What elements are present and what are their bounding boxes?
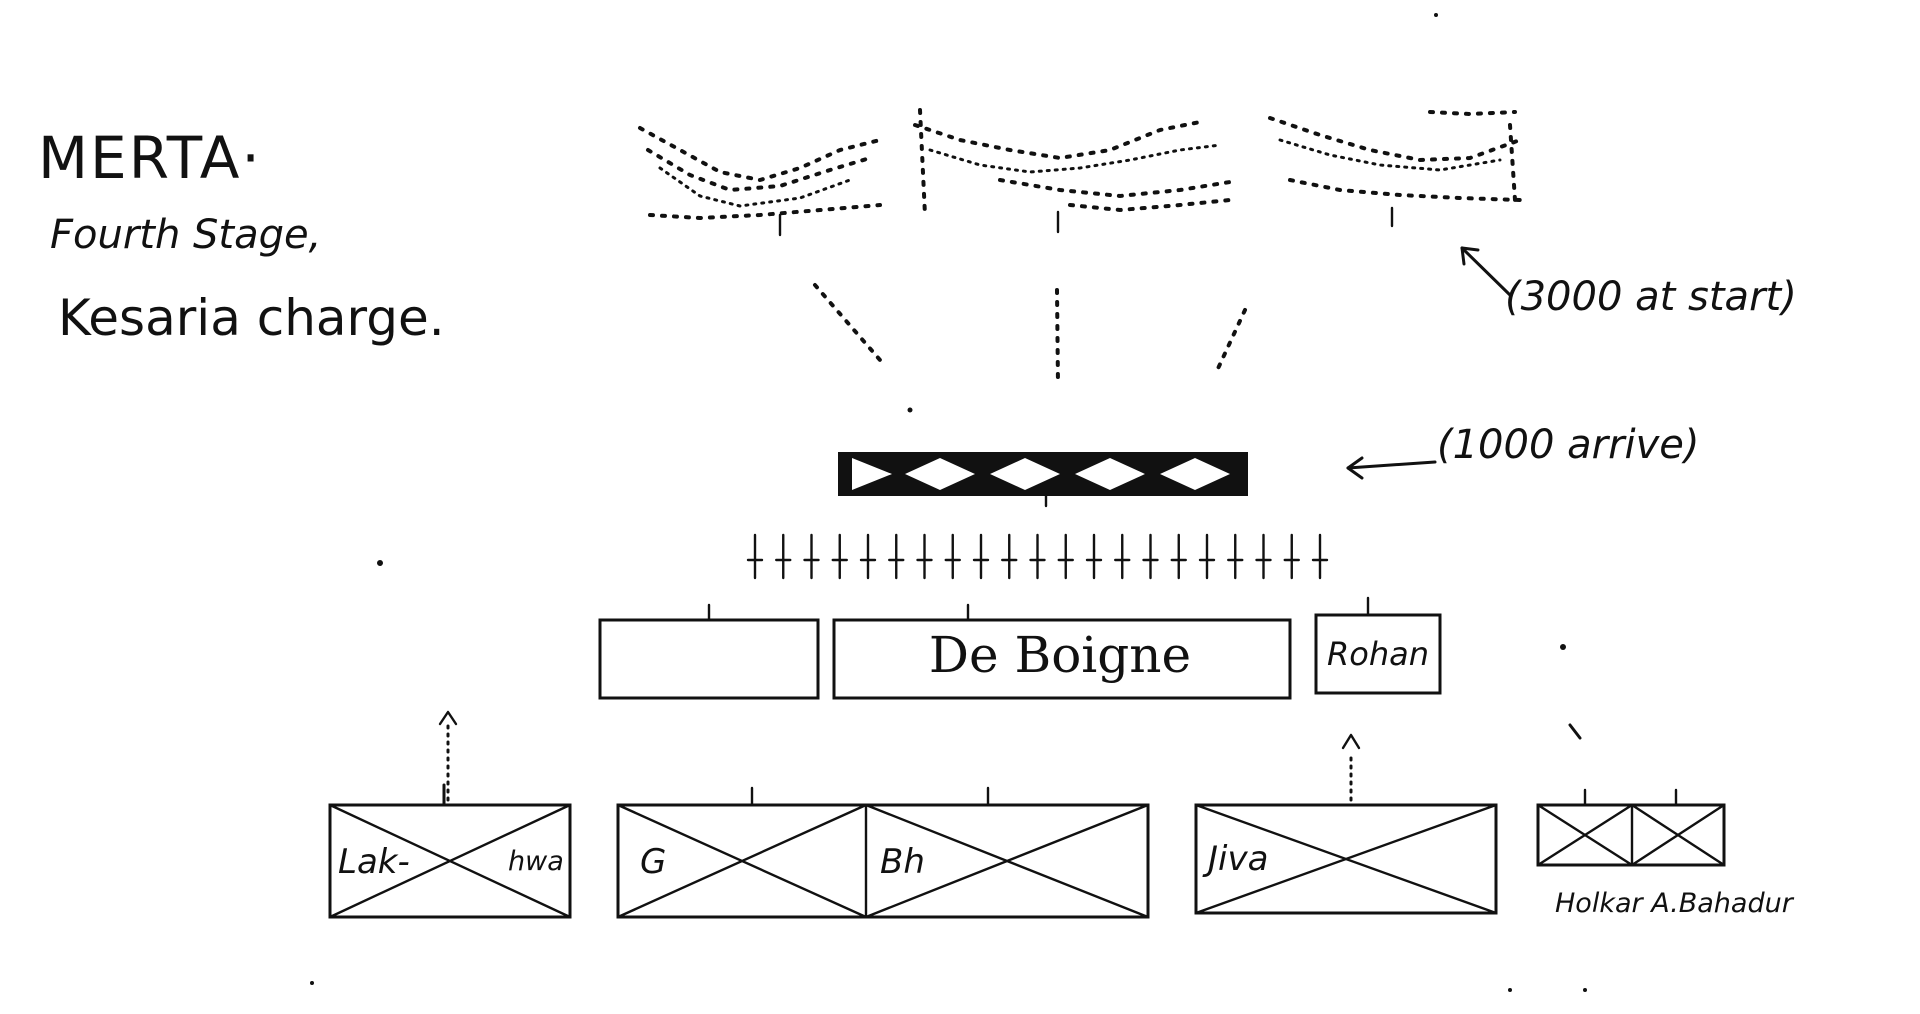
rear-unit-holkar	[1536, 788, 1726, 867]
musket-mark	[746, 533, 764, 580]
front-unit-de-boigne: De Boigne	[832, 603, 1292, 700]
rear-unit-g-label: G	[640, 842, 666, 882]
musket-mark	[1198, 533, 1216, 580]
musket-mark	[1255, 533, 1272, 580]
front-line: De Boigne Rohan	[598, 596, 1442, 700]
musket-mark	[1114, 533, 1131, 580]
musket-mark	[1311, 533, 1329, 580]
arrive-note-arrow	[1346, 456, 1437, 480]
front-unit-rohan: Rohan	[1314, 596, 1442, 695]
musket-row	[746, 533, 1329, 580]
diagram-subtitle-charge: Kesaria charge.	[58, 289, 445, 347]
rear-unit-g-bh: G Bh	[616, 786, 1150, 919]
musket-mark	[1170, 533, 1187, 580]
rear-unit-bh-label: Bh	[880, 842, 925, 882]
arrive-count-note: (1000 arrive)	[1437, 422, 1700, 468]
rear-advance-arrows	[438, 710, 1582, 807]
musket-mark	[1227, 533, 1244, 580]
musket-mark	[1085, 533, 1103, 580]
musket-mark	[1057, 533, 1074, 580]
musket-mark	[1142, 533, 1159, 580]
cavalry-advance-lines	[813, 283, 1247, 387]
front-unit-blank	[598, 603, 820, 700]
musket-mark	[944, 533, 961, 580]
start-count-note: (3000 at start)	[1505, 274, 1797, 320]
cavalry-mass-start	[638, 108, 1522, 237]
rear-caption-holkar-bahadur: Holkar A.Bahadur	[1555, 888, 1795, 919]
musket-mark	[1001, 533, 1018, 580]
musket-mark	[1283, 533, 1300, 580]
musket-mark	[972, 533, 990, 580]
musket-mark	[859, 533, 877, 580]
arriving-cavalry-band	[838, 452, 1248, 508]
musket-mark	[1029, 533, 1046, 580]
musket-mark	[831, 533, 848, 580]
musket-mark	[803, 533, 820, 580]
front-unit-rohan-label: Rohan	[1327, 635, 1429, 673]
diagram-title: MERTA·	[38, 124, 262, 192]
musket-mark	[775, 533, 792, 580]
musket-mark	[888, 533, 905, 580]
rear-unit-lakhwa-label-left: Lak-	[338, 842, 410, 882]
musket-mark	[916, 533, 933, 580]
start-note-arrow	[1460, 246, 1512, 297]
diagram-subtitle-stage: Fourth Stage,	[50, 212, 321, 258]
front-unit-de-boigne-label: De Boigne	[929, 626, 1191, 684]
rear-unit-lakhwa-label-right: hwa	[508, 846, 564, 877]
rear-unit-jiva: Jiva	[1194, 803, 1498, 915]
scan-specks	[310, 13, 1587, 992]
rear-unit-lakhwa: Lak- hwa	[328, 803, 572, 919]
rear-unit-jiva-label: Jiva	[1202, 839, 1268, 879]
rear-line: Lak- hwa G Bh Jiva	[328, 786, 1726, 919]
